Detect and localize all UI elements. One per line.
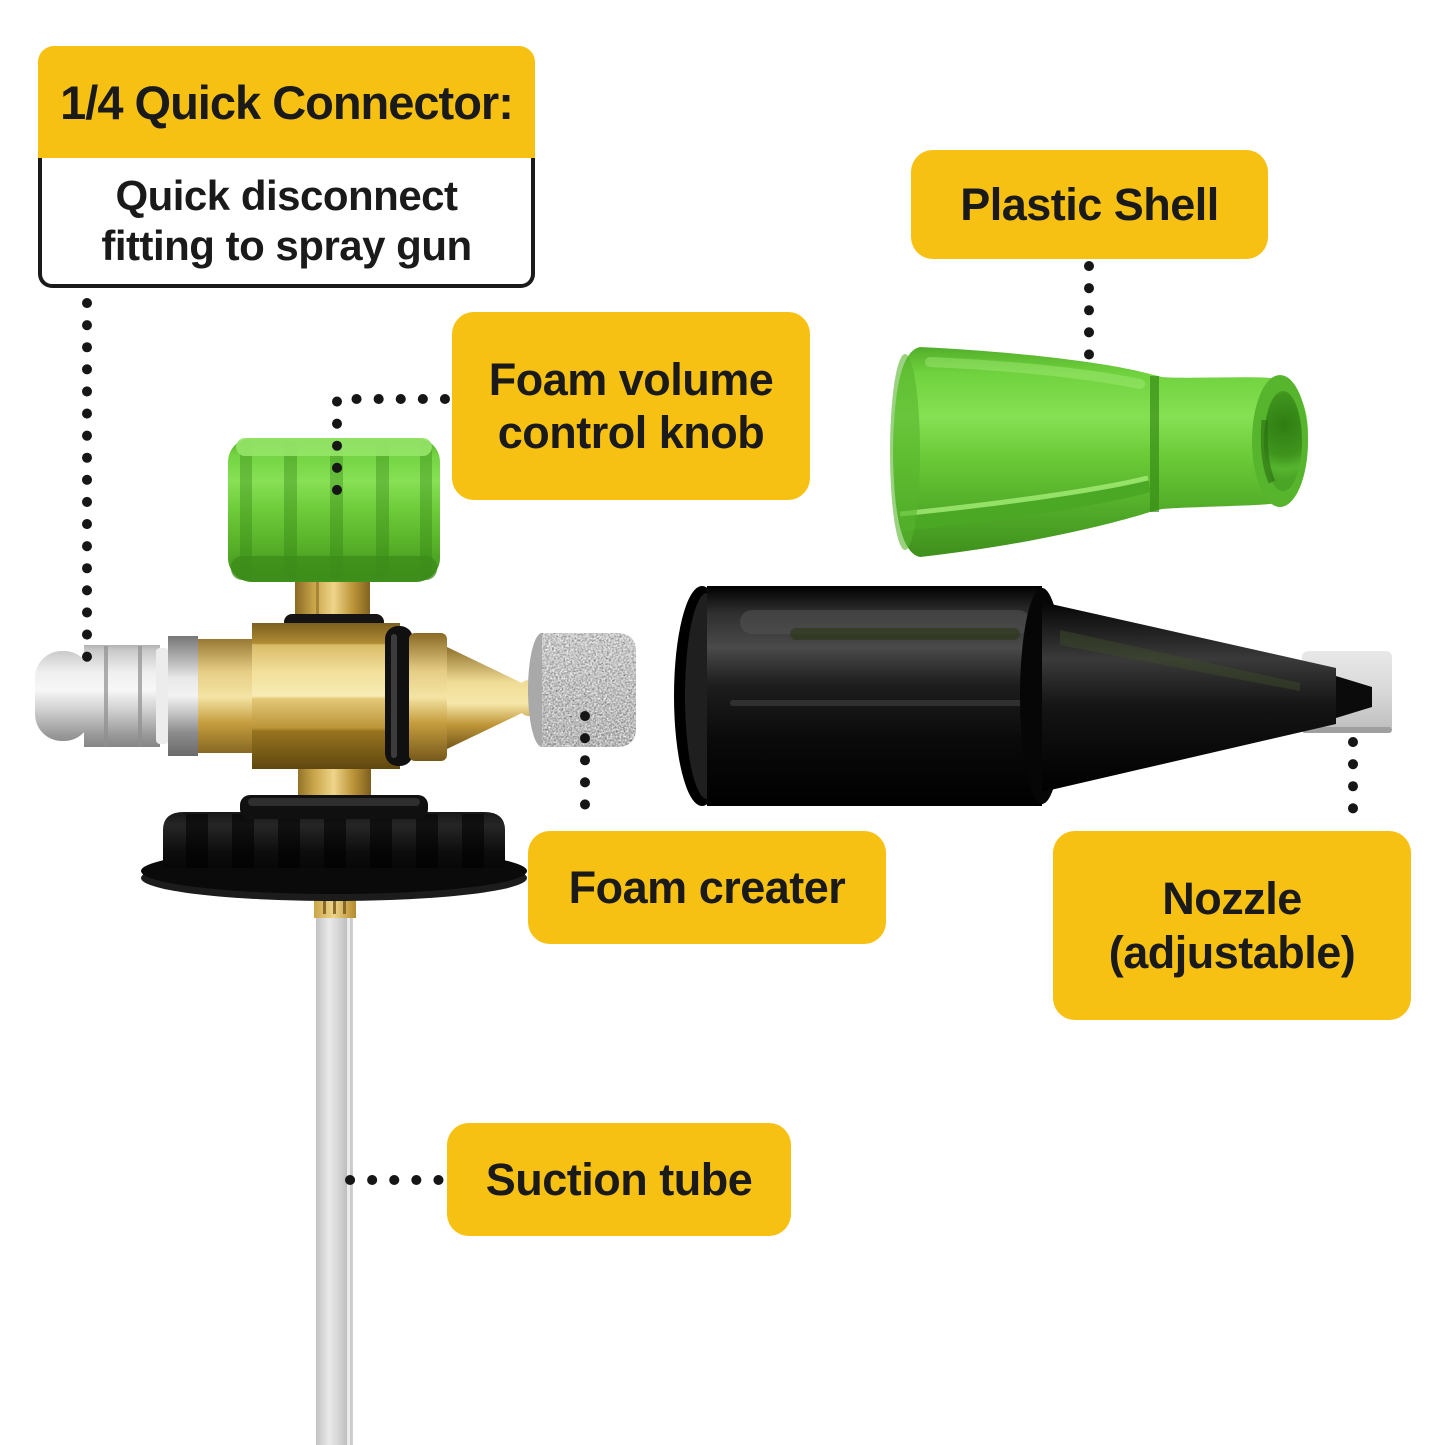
body-left-cylinder (194, 639, 258, 753)
suction-tube-highlight (347, 896, 350, 1445)
mesh-texture-light (542, 633, 636, 747)
label-foam-creater: Foam creater (528, 831, 886, 944)
shell-neck-groove (1150, 376, 1159, 512)
label-suction-tube: Suction tube (447, 1123, 791, 1236)
label-foam-volume-knob: Foam volume control knob (452, 312, 810, 500)
brass-cone (447, 647, 524, 749)
body-hex-block (252, 623, 400, 769)
shell-opening-hole (1264, 391, 1302, 491)
o-ring-highlight (391, 634, 397, 758)
connector-ring (156, 648, 169, 744)
connector-hex-nut (168, 636, 198, 756)
cone-reflection (1060, 630, 1300, 691)
callout-quick-connector: 1/4 Quick Connector: Quick disconnect fi… (38, 46, 535, 288)
leader-foam-volume-knob (332, 394, 450, 508)
hole-shadow (1260, 419, 1276, 484)
barrel-green-reflection (790, 628, 1020, 640)
cap-top-ring-highlight (248, 798, 420, 806)
suction-tube (316, 896, 353, 1445)
cap-ribs (186, 814, 484, 868)
brass-valve-body (194, 623, 540, 769)
connector-tip (35, 651, 91, 741)
shell-top-highlight (925, 357, 1145, 389)
knob-bottom-shade (231, 556, 437, 580)
stem-facet-line (316, 580, 319, 626)
label-plastic-shell: Plastic Shell (911, 150, 1268, 259)
nozzle-cone (1042, 602, 1336, 792)
quick-connector-fitting (35, 636, 198, 756)
bottle-cap (141, 795, 527, 901)
callout-quick-connector-body: Quick disconnect fitting to spray gun (38, 158, 535, 288)
callout-quick-connector-title: 1/4 Quick Connector: (38, 46, 535, 158)
adjustable-nozzle (674, 586, 1392, 806)
square-bottom-edge (1302, 727, 1392, 733)
foam-volume-control-knob (228, 438, 440, 632)
knob-flutes (240, 441, 432, 579)
collar-groove (138, 646, 142, 746)
suction-tube-body (316, 896, 353, 1445)
foam-creater-mesh (528, 633, 636, 747)
shell-fin-highlight (899, 475, 1149, 517)
connector-collar (84, 645, 160, 747)
body-o-ring (385, 626, 413, 766)
body-flange-ring (409, 633, 447, 761)
barrel-mid-line (730, 700, 1030, 706)
plastic-shell (890, 347, 1308, 557)
knob-body (228, 438, 440, 582)
shell-left-shade (890, 354, 920, 550)
label-nozzle: Nozzle (adjustable) (1053, 831, 1411, 1020)
collar-groove (104, 646, 108, 746)
nozzle-cone-tip (1336, 676, 1372, 718)
